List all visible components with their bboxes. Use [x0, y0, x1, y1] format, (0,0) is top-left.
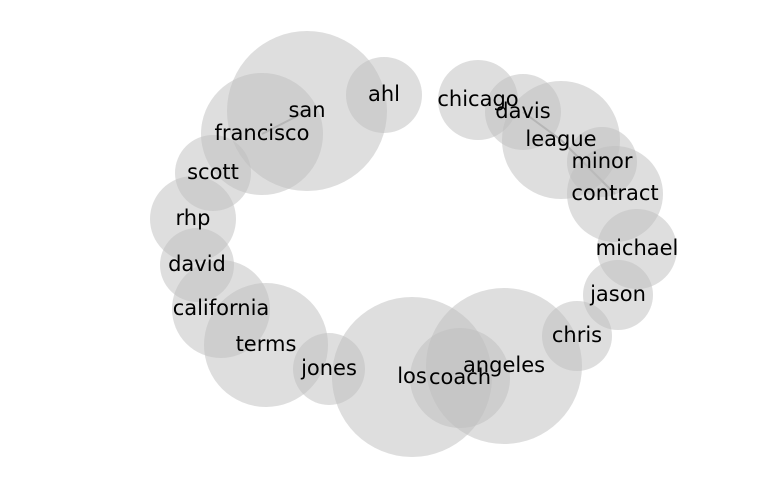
- label-san: san: [288, 98, 325, 122]
- bubbles-layer: [150, 31, 677, 457]
- label-minor: minor: [571, 149, 632, 173]
- label-chris: chris: [552, 323, 602, 347]
- bubble-ahl: [346, 57, 422, 133]
- label-ahl: ahl: [368, 82, 400, 106]
- label-terms: terms: [236, 332, 297, 356]
- label-california: california: [173, 296, 270, 320]
- label-davis: davis: [495, 99, 550, 123]
- label-chicago: chicago: [437, 87, 518, 111]
- label-angeles: angeles: [463, 353, 545, 377]
- bubble-scott: [175, 135, 251, 211]
- label-coach: coach: [429, 365, 491, 389]
- label-jones: jones: [300, 356, 357, 380]
- label-contract: contract: [571, 181, 658, 205]
- label-rhp: rhp: [176, 206, 211, 230]
- label-scott: scott: [187, 160, 239, 184]
- label-jason: jason: [589, 282, 646, 306]
- label-michael: michael: [596, 236, 679, 260]
- label-los: los: [397, 364, 427, 388]
- label-david: david: [168, 252, 226, 276]
- label-francisco: francisco: [215, 121, 310, 145]
- label-league: league: [525, 127, 596, 151]
- bubble-los: [332, 297, 492, 457]
